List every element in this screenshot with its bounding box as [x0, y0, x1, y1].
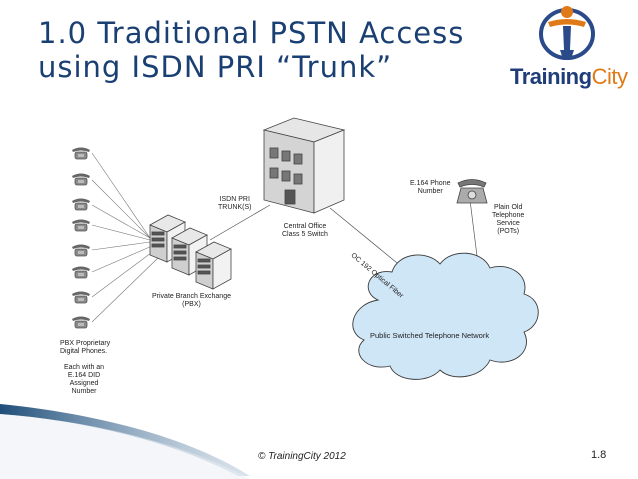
pstn-cloud	[352, 252, 539, 380]
did-label-line-1: Each with an	[64, 364, 105, 371]
logo-wordmark: TrainingCity	[510, 64, 628, 90]
phone-icon-5	[71, 244, 91, 257]
phone-icon-8	[71, 316, 91, 329]
central-office-building	[262, 117, 346, 214]
pots-label: Plain Old Telephone Service (POTs)	[492, 204, 524, 236]
pots-label-line-2: Telephone	[492, 212, 525, 219]
phone-icon-2	[71, 173, 91, 186]
did-label-line-3: Assigned	[69, 380, 99, 387]
did-label-line-2: E.164 DID	[67, 372, 101, 379]
did-number-label: Each with an E.164 DID Assigned Number	[64, 364, 104, 396]
central-office-label-line-1: Central Office	[283, 223, 327, 230]
e164-label-line-1: E.164 Phone	[410, 180, 451, 187]
e164-label-line-2: Number	[417, 188, 443, 195]
pots-label-line-1: Plain Old	[493, 204, 523, 211]
central-office-label-line-2: Class 5 Switch	[282, 231, 328, 238]
slide-title: 1.0 Traditional PSTN Access using ISDN P…	[38, 16, 508, 84]
central-office-label: Central Office Class 5 Switch	[282, 223, 328, 239]
pbx-phones	[71, 147, 91, 329]
pots-label-line-4: (POTs)	[497, 228, 520, 235]
phone-icon-1	[71, 147, 91, 160]
server-icon-3	[195, 241, 232, 290]
trainingcity-logo: TrainingCity	[500, 2, 636, 102]
pots-label-line-3: Service	[496, 220, 520, 227]
phone-icon-6	[71, 266, 91, 279]
logo-word-city: City	[591, 64, 628, 89]
phone-connection-lines	[91, 152, 161, 323]
pbx-label-line-1: Private Branch Exchange	[152, 293, 231, 300]
phone-icon-7	[71, 291, 91, 304]
pbx-label-line-2: (PBX)	[182, 301, 201, 308]
slide-title-line-2: using ISDN PRI “Trunk”	[38, 50, 393, 84]
copyright-footer: © TrainingCity 2012	[258, 451, 346, 462]
phone-icon-4	[71, 219, 91, 232]
pbx-servers	[149, 214, 232, 290]
isdn-pri-label-line-1: ISDN PRI	[219, 196, 250, 203]
did-label-line-4: Number	[71, 388, 97, 395]
slide-title-line-1: 1.0 Traditional PSTN Access	[38, 16, 465, 50]
isdn-pri-label-line-2: TRUNK(S)	[218, 204, 252, 211]
e164-phone-label: E.164 Phone Number	[410, 180, 450, 196]
page-number: 1.8	[591, 449, 607, 461]
phone-icon-3	[71, 198, 91, 211]
pbx-phones-label-line-1: PBX Proprietary	[60, 340, 111, 347]
pbx-phones-label: PBX Proprietary Digital Phones.	[60, 340, 110, 356]
pbx-label: Private Branch Exchange (PBX)	[152, 293, 231, 309]
isdn-trunk-line	[209, 204, 271, 241]
pots-phone-icon	[456, 179, 488, 204]
logo-word-training: Training	[510, 64, 592, 89]
pbx-phones-label-line-2: Digital Phones.	[60, 348, 108, 355]
isdn-pri-trunk-label: ISDN PRI TRUNK(S)	[218, 196, 251, 212]
pstn-cloud-label: Public Switched Telephone Network	[370, 331, 490, 340]
